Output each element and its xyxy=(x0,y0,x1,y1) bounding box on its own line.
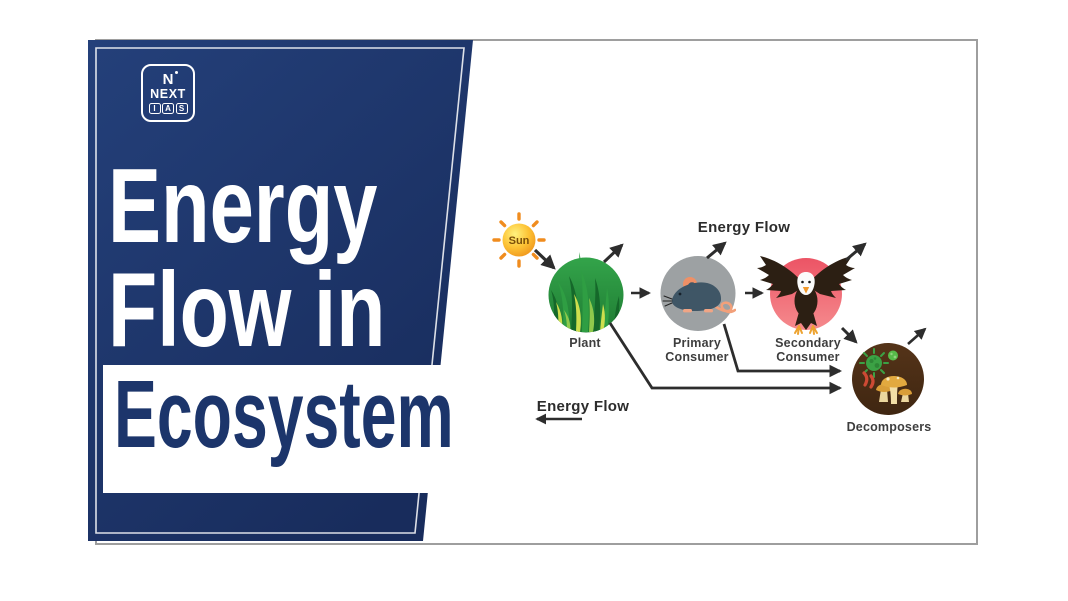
energy-flow-bottom-label: Energy Flow xyxy=(536,398,630,415)
title-line-2: Flow in xyxy=(108,251,386,369)
logo-box-s: S xyxy=(175,102,188,114)
logo-box-a: A xyxy=(162,102,174,114)
secondary-consumer-node xyxy=(757,256,855,335)
logo-ias-row: I A S xyxy=(148,102,188,114)
primary-consumer-label-line1: Primary xyxy=(673,336,721,350)
primary-consumer-label-line2: Consumer xyxy=(665,350,729,365)
title-line-1: Energy xyxy=(108,147,378,265)
plant-node xyxy=(548,252,624,333)
decomposers-node xyxy=(852,343,924,415)
sun-node: Sun xyxy=(492,212,546,268)
decomposers-label: Decomposers xyxy=(846,420,932,434)
logo-box-i: I xyxy=(148,102,161,114)
title-white-band xyxy=(103,365,441,493)
next-ias-logo: N NEXT I A S xyxy=(141,64,195,122)
mouse-icon xyxy=(662,277,736,314)
logo-letter-n-text: N xyxy=(162,70,174,88)
sun-circle-icon xyxy=(502,223,536,257)
worm-icon xyxy=(862,371,875,389)
secondary-consumer-label: Secondary Consumer xyxy=(775,336,841,365)
microbe-icon xyxy=(859,348,898,378)
logo-n-dot xyxy=(174,70,179,74)
plant-label: Plant xyxy=(569,336,601,350)
energy-flow-top-label: Energy Flow xyxy=(697,219,791,236)
eagle-icon xyxy=(757,256,855,335)
primary-consumer-label: Primary Consumer xyxy=(665,336,728,365)
secondary-consumer-label-line2: Consumer xyxy=(776,350,840,365)
sun-label: Sun xyxy=(509,235,530,247)
logo-letter-n: N xyxy=(162,70,179,88)
secondary-consumer-label-line1: Secondary xyxy=(775,336,841,350)
logo-next-text: NEXT xyxy=(150,86,186,101)
mushrooms-icon xyxy=(876,376,912,404)
sun-rays-icon xyxy=(492,212,546,268)
primary-consumer-node xyxy=(660,256,736,331)
title-line-3: Ecosystem xyxy=(114,361,454,468)
